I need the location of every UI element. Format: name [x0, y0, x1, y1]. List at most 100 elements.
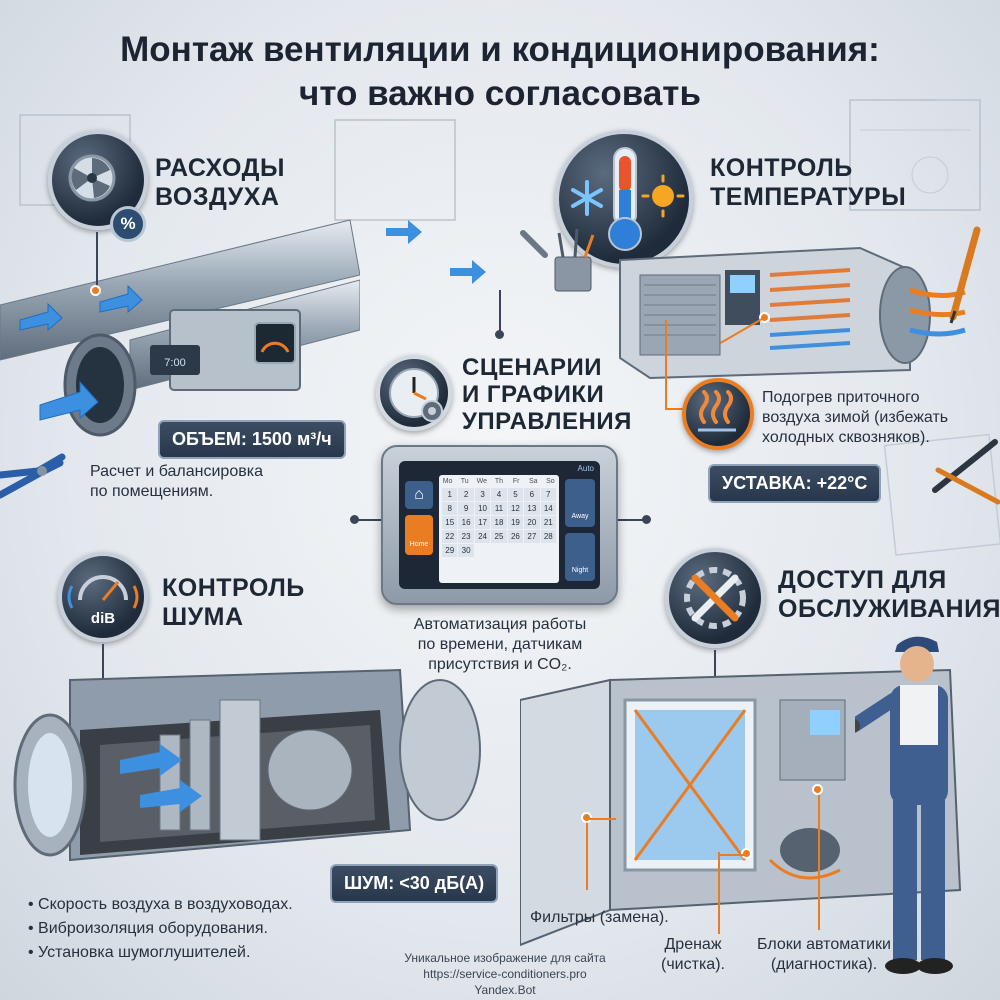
home-icon[interactable]: ⌂ [405, 481, 433, 509]
air-handler-unit [619, 246, 966, 380]
leader-line [586, 818, 616, 820]
home-mode-button[interactable]: Home [405, 515, 433, 555]
wrench-screwdriver-icon [665, 548, 765, 648]
calendar-day[interactable]: 22 [442, 530, 458, 543]
heat-icon [682, 378, 754, 450]
connector-line [355, 519, 381, 521]
duct-illustration: 7:00 [0, 219, 360, 437]
leader-line [718, 854, 744, 856]
calendar-day[interactable]: 17 [474, 516, 491, 529]
away-mode-button[interactable]: Away [565, 479, 595, 527]
calendar-day[interactable]: 13 [524, 502, 540, 515]
calendar-day[interactable]: 3 [474, 488, 491, 501]
calendar-weekday: We [476, 478, 488, 485]
calendar-day[interactable]: 21 [540, 516, 556, 529]
silencer-illustration [13, 668, 481, 862]
list-item: Виброизоляция оборудования. [28, 917, 293, 941]
calendar-day[interactable]: 5 [507, 488, 524, 501]
calendar-day[interactable]: 26 [507, 530, 524, 543]
sun-icon [652, 185, 674, 207]
noise-heading: КОНТРОЛЬ ШУМА [162, 574, 305, 631]
scenarios-description: Автоматизация работы по времени, датчика… [413, 616, 587, 673]
calendar-day[interactable]: 27 [524, 530, 540, 543]
filters-label: Фильтры (замена). [530, 909, 669, 926]
calendar-weekday: So [546, 478, 555, 485]
calendar-day[interactable]: 4 [491, 488, 507, 501]
leader-dot [581, 812, 592, 823]
connector-line [102, 644, 104, 684]
calendar-day[interactable]: 10 [474, 502, 491, 515]
leader-dot [741, 848, 752, 859]
page-title: Монтаж вентиляции и кондиционирования: ч… [120, 30, 880, 113]
percent-icon: % [110, 206, 146, 242]
leader-dot [759, 312, 770, 323]
technician-figure [855, 636, 953, 974]
calendar-day[interactable]: 15 [442, 516, 458, 529]
connector-line [618, 519, 648, 521]
calendar-weekday: Sa [528, 478, 538, 485]
fan-icon [48, 130, 148, 230]
calendar-weekday: Fr [512, 478, 520, 485]
connector-line [714, 650, 716, 682]
airflow-description: Расчет и балансировка по помещениям. [90, 463, 263, 500]
pen-icon [932, 439, 1000, 505]
leader-line [586, 818, 588, 890]
calendar-day[interactable]: 8 [442, 502, 458, 515]
calendar-day[interactable]: 11 [491, 502, 507, 515]
arrow-right-icon [384, 218, 424, 246]
calendar-weekday: Th [494, 478, 504, 485]
calendar-day[interactable]: 12 [507, 502, 524, 515]
noise-bullet-list: Скорость воздуха в воздуховодах. Виброиз… [28, 893, 293, 965]
device-readout: 7:00 [164, 357, 185, 369]
service-unit-illustration [520, 668, 962, 947]
calendar-day[interactable]: 30 [458, 544, 474, 557]
leader-line [718, 852, 720, 934]
airflow-volume-badge: ОБЪЕМ: 1500 м³/ч [158, 420, 346, 459]
temperature-setpoint-badge: УСТАВКА: +22°C [708, 464, 882, 503]
list-item: Скорость воздуха в воздуховодах. [28, 893, 293, 917]
calendar-day[interactable]: 9 [458, 502, 474, 515]
calendar-day[interactable]: 25 [491, 530, 507, 543]
temperature-heading: КОНТРОЛЬ ТЕМПЕРАТУРЫ [710, 154, 907, 211]
calendar-day[interactable]: 18 [491, 516, 507, 529]
drain-label: Дренаж (чистка). [661, 936, 725, 973]
calendar-day[interactable]: 2 [458, 488, 474, 501]
connector-dot [642, 515, 651, 524]
leader-line [665, 320, 667, 410]
pencil-icon [949, 226, 981, 324]
pliers-icon [0, 453, 66, 499]
calendar-day[interactable]: 23 [458, 530, 474, 543]
list-item: Установка шумоглушителей. [28, 941, 293, 965]
calendar-day[interactable]: 7 [540, 488, 556, 501]
thermometer-icon [555, 130, 693, 268]
tablet-status: Auto [577, 464, 594, 473]
connector-dot [495, 330, 504, 339]
leader-dot [90, 285, 101, 296]
calendar-day[interactable]: 6 [524, 488, 540, 501]
calendar-day[interactable]: 19 [507, 516, 524, 529]
connector-dot [350, 515, 359, 524]
credit-caption: Уникальное изображение для сайта https:/… [404, 951, 606, 997]
calendar-day[interactable]: 1 [442, 488, 458, 501]
airflow-heading: РАСХОДЫ ВОЗДУХА [155, 154, 285, 211]
calendar-day[interactable]: 28 [540, 530, 556, 543]
calendar-day[interactable]: 24 [474, 530, 491, 543]
calendar-weekday: Mo [442, 478, 453, 485]
calendar-day[interactable]: 29 [442, 544, 458, 557]
scenarios-heading: СЦЕНАРИИ И ГРАФИКИ УПРАВЛЕНИЯ [462, 354, 632, 435]
calendar-day[interactable]: 20 [524, 516, 540, 529]
leader-line [818, 790, 820, 930]
connector-line [499, 290, 501, 338]
calendar-day[interactable]: 14 [540, 502, 556, 515]
noise-meter-icon [58, 552, 148, 642]
arrow-right-icon [448, 258, 488, 286]
snowflake-icon [571, 180, 603, 216]
leader-line [96, 232, 98, 292]
leader-dot [812, 784, 823, 795]
calendar-day[interactable]: 16 [458, 516, 474, 529]
night-mode-button[interactable]: Night [565, 533, 595, 581]
